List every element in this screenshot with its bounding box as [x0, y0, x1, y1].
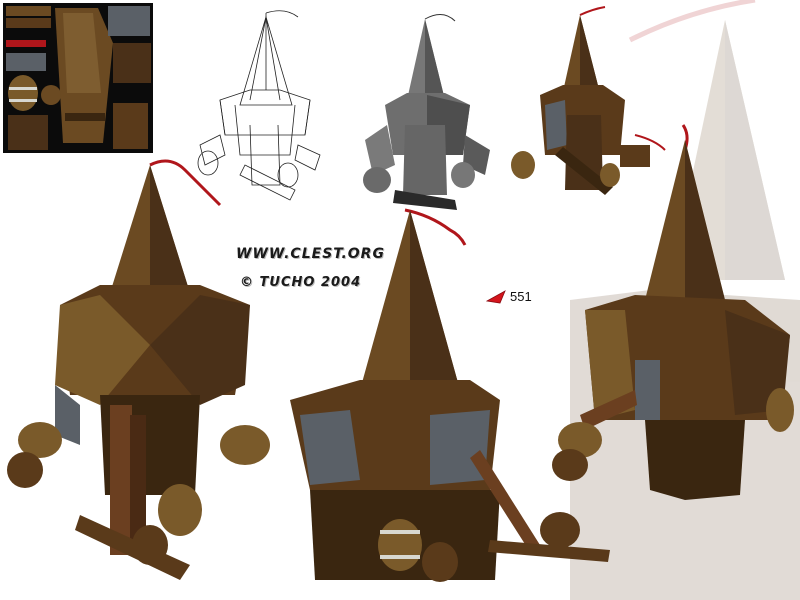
copyright-credit: © TUCHO 2004	[240, 275, 362, 290]
texture-atlas-thumbnail	[3, 3, 153, 153]
textured-render-rear	[552, 124, 794, 500]
poly-count: 551	[486, 289, 532, 304]
gray-shaded-render	[363, 14, 490, 210]
website-credit: WWW.CLEST.ORG	[236, 246, 385, 262]
textured-render-side	[290, 208, 610, 582]
poly-count-value: 551	[510, 289, 532, 304]
wireframe-render	[197, 10, 321, 201]
triangle-icon	[486, 289, 506, 303]
small-textured-render	[511, 6, 666, 195]
textured-render-front	[7, 159, 270, 580]
